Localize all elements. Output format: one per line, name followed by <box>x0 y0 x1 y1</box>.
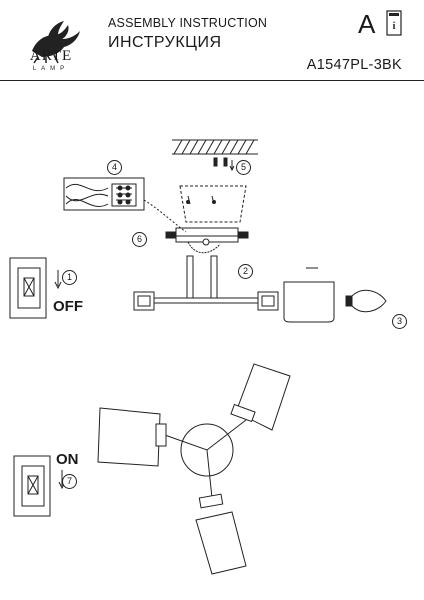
arrow-down-icon <box>54 270 62 290</box>
manual-book-icon: i <box>386 10 402 36</box>
title-russian: ИНСТРУКЦИЯ <box>108 34 222 51</box>
title-english: ASSEMBLY INSTRUCTION <box>108 16 268 30</box>
wire-connector <box>63 177 187 233</box>
assembled-lamp <box>97 363 291 575</box>
header-divider <box>0 80 424 81</box>
step-3: 3 <box>392 314 407 329</box>
label-off: OFF <box>53 298 83 315</box>
lamp-stems <box>186 255 218 299</box>
wall-switch-off <box>9 257 47 319</box>
wall-switch-on <box>13 455 51 517</box>
brand-subtitle: LAMP <box>32 66 70 72</box>
shade-and-bulb <box>283 267 387 323</box>
step-5: 5 <box>236 160 251 175</box>
label-on: ON <box>56 451 79 468</box>
brand-name: ARTE <box>29 48 73 64</box>
step-1: 1 <box>62 270 77 285</box>
lamp-arm <box>133 291 279 311</box>
header: ARTE LAMP ASSEMBLY INSTRUCTION ИНСТРУКЦИ… <box>0 0 424 80</box>
step-7: 7 <box>62 474 77 489</box>
step-4: 4 <box>107 160 122 175</box>
step-2: 2 <box>238 264 253 279</box>
ceiling-hatch <box>172 139 258 155</box>
arte-griffin-logo <box>32 21 80 64</box>
mounting-plate <box>165 185 249 254</box>
model-number: A1547PL-3BK <box>306 57 402 73</box>
step-6: 6 <box>132 232 147 247</box>
wall-anchors <box>213 157 235 172</box>
svg-text:i: i <box>393 21 396 32</box>
letter-a: A <box>358 9 376 39</box>
